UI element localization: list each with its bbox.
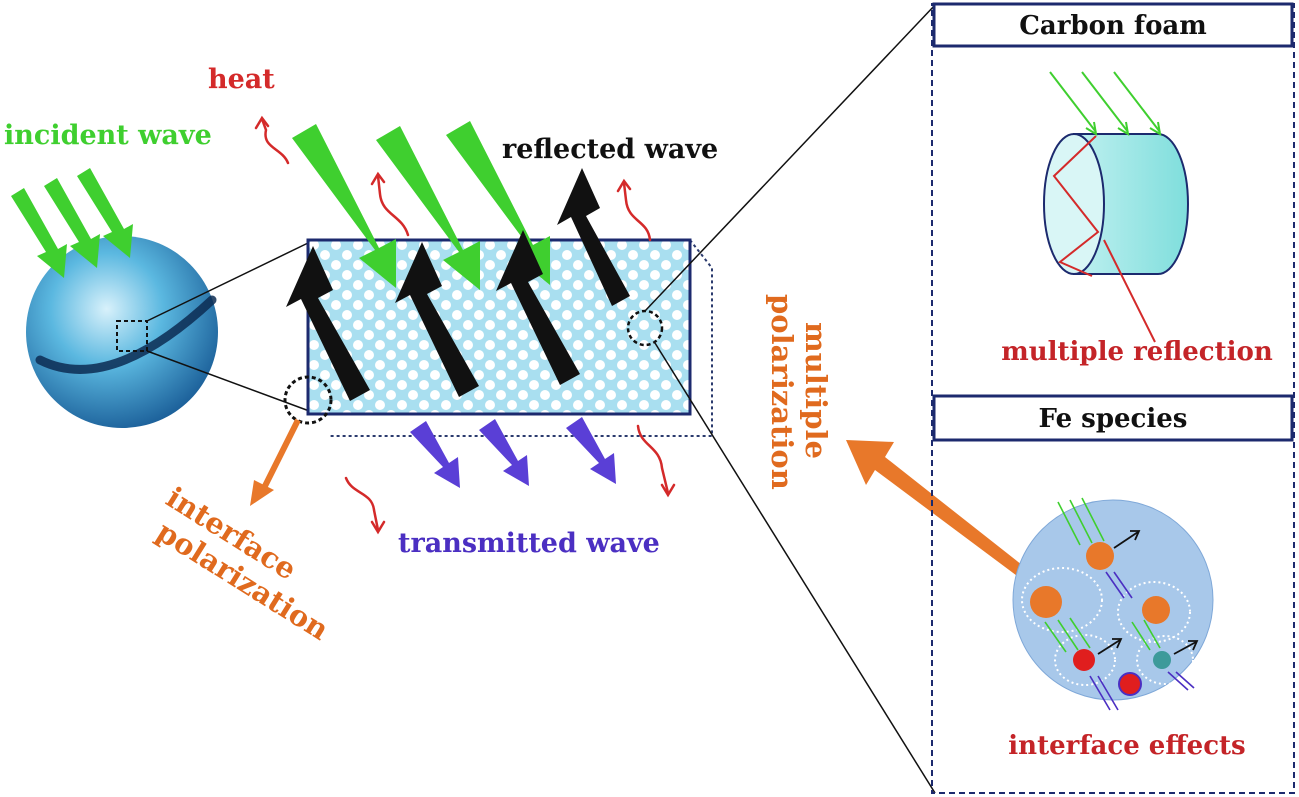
fe-nanoparticle bbox=[1030, 586, 1062, 618]
transmitted-arrow bbox=[410, 421, 460, 488]
heat-arrowhead bbox=[660, 483, 676, 498]
porous-slab bbox=[306, 238, 692, 416]
fe-nanoparticle-teal bbox=[1153, 651, 1171, 669]
incident-arrow bbox=[376, 126, 480, 290]
fe-nanoparticle-red bbox=[1118, 672, 1142, 696]
multiple-reflection-rays bbox=[1052, 135, 1156, 343]
carbon-foam-caption: multiple reflection bbox=[1001, 337, 1273, 367]
carbon-foam-title: Carbon foam bbox=[1019, 11, 1207, 41]
reflected-arrow bbox=[395, 242, 479, 397]
carbon-foam-cylinder bbox=[1043, 71, 1189, 343]
zoom-line-bottom bbox=[146, 350, 313, 413]
interface-polarization-label: interface polarization bbox=[151, 480, 335, 647]
heat-squiggle bbox=[376, 174, 410, 237]
heat-arrowhead bbox=[370, 520, 386, 535]
heat-label: heat bbox=[208, 64, 275, 95]
multiple-polarization-label: multiple polarization bbox=[765, 294, 833, 490]
heat-squiggle bbox=[636, 424, 670, 495]
multiple-polarization-line1: multiple bbox=[799, 322, 833, 459]
transmitted-arrow bbox=[566, 417, 616, 484]
incident-arrow-small bbox=[77, 168, 133, 258]
heat-squiggles bbox=[254, 115, 676, 535]
multiple-polarization-line2: polarization bbox=[765, 294, 799, 490]
fe-incident-rays bbox=[1044, 497, 1161, 653]
fe-nanoparticle bbox=[1142, 596, 1170, 624]
fe-species-title: Fe species bbox=[1039, 404, 1188, 434]
incident-wave-label: incident wave bbox=[4, 120, 212, 151]
incident-arrow-small bbox=[11, 188, 67, 278]
heat-arrowhead bbox=[254, 115, 270, 130]
fe-species-particle bbox=[1012, 497, 1214, 711]
multiple-polarization-arrow bbox=[846, 440, 1036, 590]
heat-squiggle bbox=[344, 476, 380, 532]
interface-zoom-circle bbox=[283, 375, 333, 425]
foam-slab bbox=[283, 4, 936, 794]
sphere-incident-arrows bbox=[11, 168, 133, 278]
fe-species-header bbox=[932, 394, 1294, 442]
heat-squiggle bbox=[260, 117, 290, 165]
interface-shells bbox=[1021, 567, 1194, 686]
fe-transmitted-rays bbox=[1089, 571, 1195, 711]
carbon-foam-header bbox=[932, 2, 1294, 48]
fe-nanoparticle-red bbox=[1073, 649, 1095, 671]
heat-arrowhead bbox=[370, 171, 386, 186]
carbon-foam-incident-rays bbox=[1049, 71, 1162, 136]
fe-nanoparticle bbox=[1086, 542, 1114, 570]
zoom-line-fe-species bbox=[654, 342, 936, 794]
fe-species-caption: interface effects bbox=[1008, 731, 1245, 761]
reflected-arrow bbox=[496, 230, 580, 385]
reflected-wave-label: reflected wave bbox=[502, 134, 718, 165]
zoom-line-carbon-foam bbox=[644, 4, 936, 312]
carbon-foam-sphere bbox=[26, 236, 313, 428]
sphere-zoom-box bbox=[116, 320, 148, 352]
transmitted-wave-label: transmitted wave bbox=[398, 528, 660, 559]
incident-arrow bbox=[292, 124, 396, 288]
incident-arrow bbox=[446, 121, 550, 285]
zoom-line-top bbox=[146, 242, 309, 322]
interface-polarization-arrow bbox=[250, 418, 301, 506]
reflected-arrows bbox=[286, 168, 630, 401]
heat-squiggle bbox=[622, 181, 652, 242]
reflected-arrow bbox=[557, 168, 630, 306]
reflected-arrow bbox=[286, 246, 370, 401]
incident-arrows bbox=[292, 121, 550, 290]
heat-arrowhead bbox=[616, 178, 632, 193]
incident-arrow-small bbox=[44, 178, 100, 268]
transmitted-arrows bbox=[410, 417, 616, 488]
fe-reflected-rays bbox=[1097, 530, 1199, 655]
transmitted-arrow bbox=[479, 419, 529, 486]
detail-panel: Carbon foam multiple reflection Fe speci… bbox=[931, 2, 1295, 794]
